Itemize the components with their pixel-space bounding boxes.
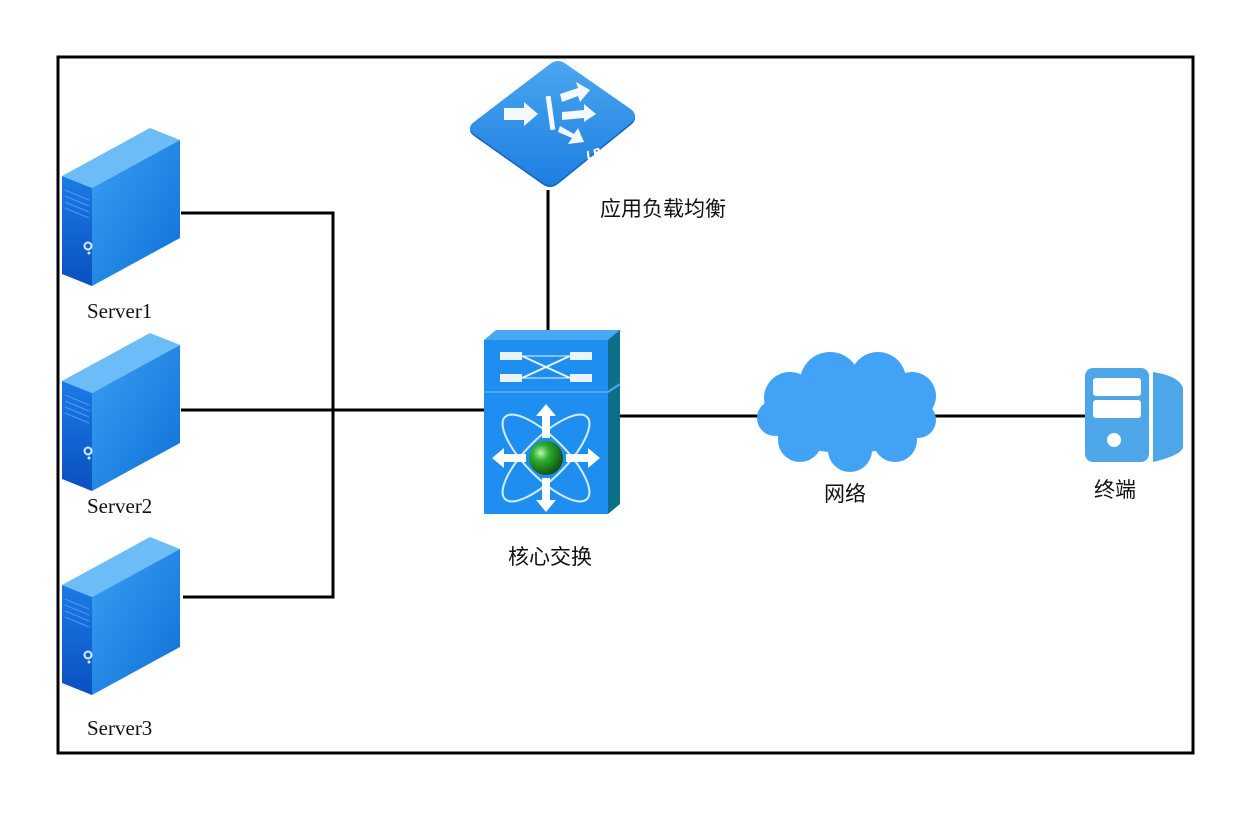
server2-icon[interactable]	[62, 333, 180, 491]
network-label: 网络	[824, 482, 866, 506]
network-cloud-icon[interactable]	[757, 352, 936, 472]
core-indicator-ball	[529, 441, 563, 475]
server1-label: Server1	[87, 299, 152, 323]
terminal-icon[interactable]	[1085, 368, 1183, 462]
link-server1-core	[181, 211, 335, 410]
terminal-label: 终端	[1094, 478, 1136, 502]
server2-label: Server2	[87, 494, 152, 518]
lb-badge: LB	[584, 145, 603, 162]
link-server3-core	[183, 410, 335, 599]
diagram-border	[56, 55, 1195, 755]
links	[181, 190, 1085, 599]
server3-label: Server3	[87, 716, 152, 740]
core-switch-icon[interactable]	[484, 330, 621, 514]
load-balancer-icon[interactable]: LB	[470, 61, 635, 187]
load-balancer-label: 应用负载均衡	[600, 197, 726, 221]
server1-icon[interactable]	[62, 128, 180, 286]
core-switch-label: 核心交换	[508, 545, 592, 569]
server3-icon[interactable]	[62, 537, 180, 695]
